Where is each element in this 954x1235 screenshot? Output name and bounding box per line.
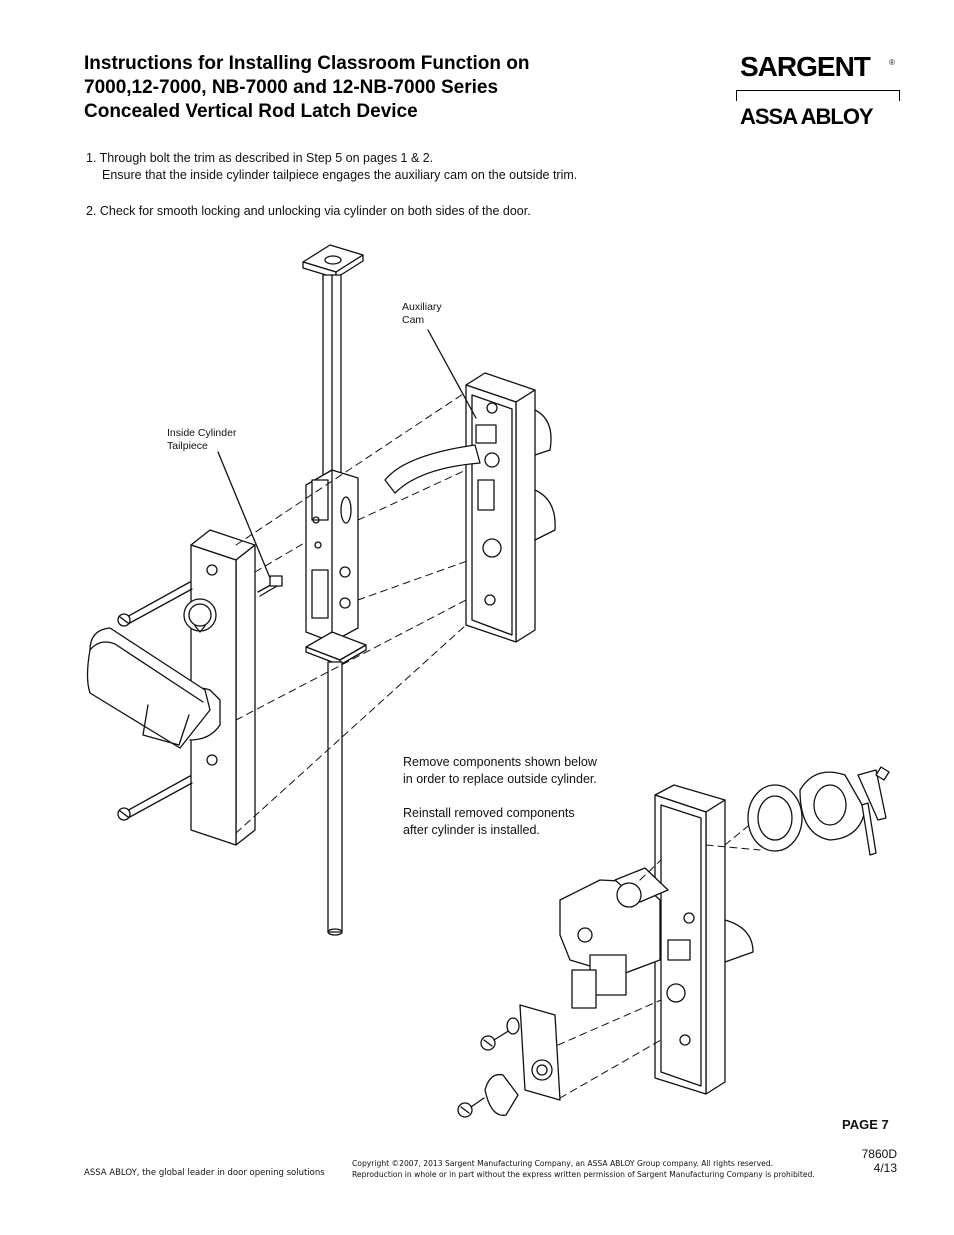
outside-lever-handle	[384, 444, 481, 494]
outside-cylinder-with-key	[799, 766, 890, 856]
step-2: 2. Check for smooth locking and unlockin…	[86, 203, 786, 220]
inside-lever-handle	[86, 627, 211, 749]
document-number: 7860D 4/13	[852, 1147, 897, 1175]
note-p1-line-2: in order to replace outside cylinder.	[403, 772, 597, 786]
note-paragraph-1: Remove components shown below in order t…	[403, 754, 663, 788]
callout-tailpiece-line-1: Inside Cylinder	[167, 427, 237, 439]
footer-tagline: ASSA ABLOY, the global leader in door op…	[84, 1168, 325, 1178]
step-2-line-1: 2. Check for smooth locking and unlockin…	[86, 204, 531, 218]
title-line-1: Instructions for Installing Classroom Fu…	[84, 53, 530, 74]
doc-date: 4/13	[873, 1161, 897, 1175]
title-line-3: Concealed Vertical Rod Latch Device	[84, 101, 418, 122]
outside-escutcheon-lower	[654, 784, 754, 1095]
through-bolt-screws-left	[117, 581, 193, 821]
cam-bracket-assembly	[559, 867, 669, 1009]
doc-number: 7860D	[861, 1147, 897, 1161]
note-p1-line-1: Remove components shown below	[403, 755, 597, 769]
page-number: PAGE 7	[842, 1117, 889, 1132]
cylinder-ring	[747, 784, 803, 852]
logo-parent: ASSA ABLOY	[740, 104, 874, 129]
vertical-rod-latch-device	[302, 244, 367, 936]
callout-auxiliary-cam-line-2: Cam	[402, 314, 425, 326]
step-1-line-1: 1. Through bolt the trim as described in…	[86, 151, 434, 165]
note-paragraph-2: Reinstall removed components after cylin…	[403, 805, 663, 839]
note-p2-line-2: after cylinder is installed.	[403, 823, 540, 837]
copyright-line-2: Reproduction in whole or in part without…	[352, 1170, 815, 1179]
note-p2-line-1: Reinstall removed components	[403, 806, 575, 820]
logo-registered-mark: ®	[889, 58, 895, 67]
inside-trim-escutcheon	[183, 529, 256, 846]
callout-auxiliary-cam-line-1: Auxiliary	[402, 301, 442, 313]
step-1: 1. Through bolt the trim as described in…	[86, 150, 786, 184]
mounting-plate	[519, 1004, 561, 1101]
sargent-assa-abloy-logo: SARGENT ® ASSA ABLOY	[736, 50, 900, 132]
logo-bracket-rule	[736, 90, 900, 101]
inside-cylinder-tailpiece	[257, 575, 283, 597]
outside-trim-escutcheon	[465, 372, 556, 643]
copyright-line-1: Copyright ©2007, 2013 Sargent Manufactur…	[352, 1159, 774, 1168]
callout-tailpiece-line-2: Tailpiece	[167, 440, 208, 452]
callout-inside-cylinder-tailpiece: Inside Cylinder Tailpiece	[167, 427, 236, 453]
logo-brand: SARGENT	[740, 51, 871, 82]
page-title: Instructions for Installing Classroom Fu…	[84, 52, 684, 124]
copyright-notice: Copyright ©2007, 2013 Sargent Manufactur…	[352, 1158, 815, 1180]
step-1-line-2: Ensure that the inside cylinder tailpiec…	[102, 168, 578, 182]
instruction-steps: 1. Through bolt the trim as described in…	[86, 150, 786, 239]
cylinder-replacement-note: Remove components shown below in order t…	[403, 754, 663, 856]
small-screws-and-spacer	[457, 1017, 520, 1118]
callout-auxiliary-cam: Auxiliary Cam	[402, 301, 442, 327]
title-line-2: 7000,12-7000, NB-7000 and 12-NB-7000 Ser…	[84, 77, 499, 98]
